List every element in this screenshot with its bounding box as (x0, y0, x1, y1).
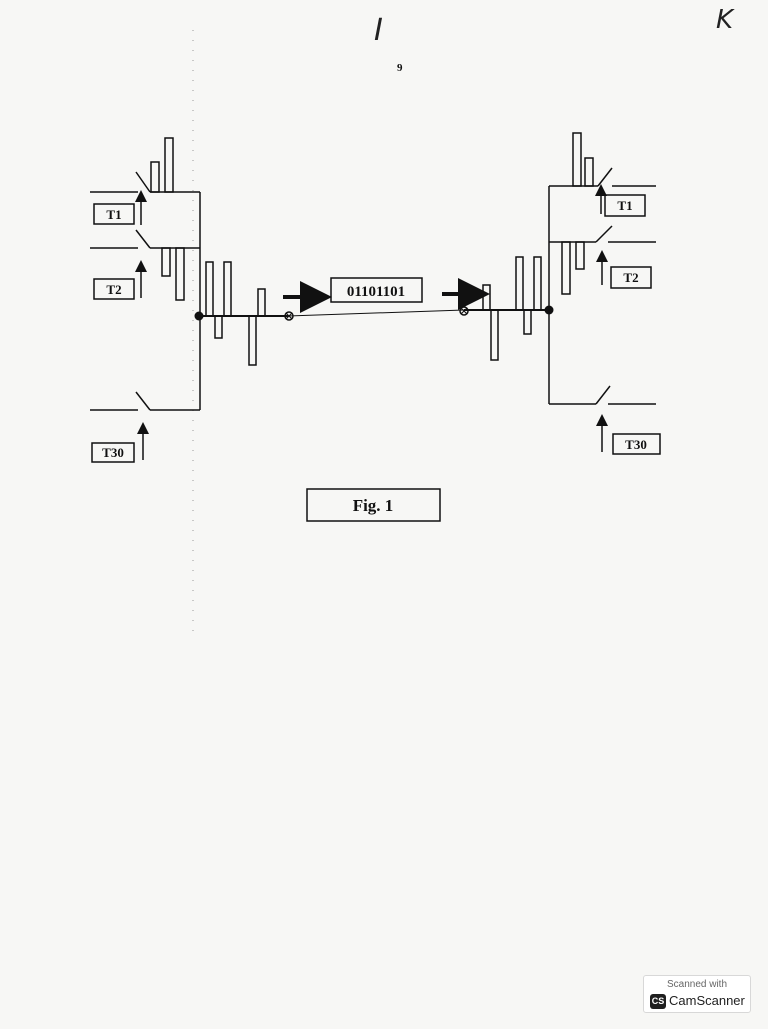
camscanner-logo-icon: CS (650, 994, 666, 1009)
left-pam-pulse-3 (223, 261, 232, 317)
scanned-with-text: Scanned with (666, 979, 728, 990)
right-t2-sample-a (561, 241, 571, 295)
left-t1-sample-b (164, 137, 174, 193)
left-t1-sample-a (150, 161, 160, 193)
right-t2-label: T2 (623, 270, 638, 285)
left-t30-label-box (91, 442, 135, 463)
right-t1-sample-b (584, 157, 594, 187)
left-t30-label: T30 (102, 445, 124, 460)
right-t1-label: T1 (617, 198, 632, 213)
left-pam-pulse-2 (214, 315, 223, 339)
right-pam-pulse-2 (490, 309, 499, 361)
right-t2-switch-blade (595, 225, 613, 243)
left-t2-label-box (93, 278, 135, 300)
caption-box (306, 488, 441, 522)
camscanner-watermark: Scanned with CS CamScanner (643, 975, 751, 1013)
encoder-symbol (284, 311, 294, 321)
encoder-symbol-cross-b (285, 312, 293, 320)
right-t30-switch-blade (595, 385, 611, 405)
camscanner-name: CamScanner (669, 993, 745, 1008)
bitstream-box (330, 277, 423, 303)
left-t1-label-box (93, 203, 135, 225)
left-t1-label: T1 (106, 207, 121, 222)
right-pam-pulse-1 (482, 284, 491, 311)
corner-handwritten-mark: K (716, 5, 735, 35)
left-t2-switch-blade (135, 229, 151, 249)
right-t1-label-box (604, 194, 646, 217)
right-pam-pulse-5 (533, 256, 542, 311)
left-t30-switch-blade (135, 391, 151, 411)
left-t2-sample-a (161, 247, 171, 277)
left-pam-pulse-4 (248, 315, 257, 366)
left-t2-sample-b (175, 247, 185, 301)
bitstream-text: 01101101 (347, 284, 405, 300)
right-stage (548, 132, 661, 455)
page-number: 9 (397, 62, 403, 74)
left-pam-pulse-5 (257, 288, 266, 317)
right-t30-label: T30 (625, 437, 647, 452)
left-pam-pulse-1 (205, 261, 214, 317)
right-pam-pulse-4 (523, 309, 532, 335)
figure-caption: Fig. 1 (353, 496, 394, 515)
left-t2-label: T2 (106, 282, 121, 297)
right-t1-sample-a (572, 132, 582, 187)
left-junction-dot (194, 311, 204, 321)
right-t30-label-box (612, 433, 661, 455)
right-t1-switch-blade (597, 167, 613, 187)
transmission-line-group (200, 256, 549, 366)
roman-numeral: I (374, 13, 383, 48)
right-t2-sample-b (575, 241, 585, 270)
right-pam-pulse-3 (515, 256, 524, 311)
right-t2-label-box (610, 266, 652, 289)
left-t1-switch-blade (135, 171, 151, 193)
transmission-line (287, 309, 465, 317)
left-stage (90, 137, 201, 463)
